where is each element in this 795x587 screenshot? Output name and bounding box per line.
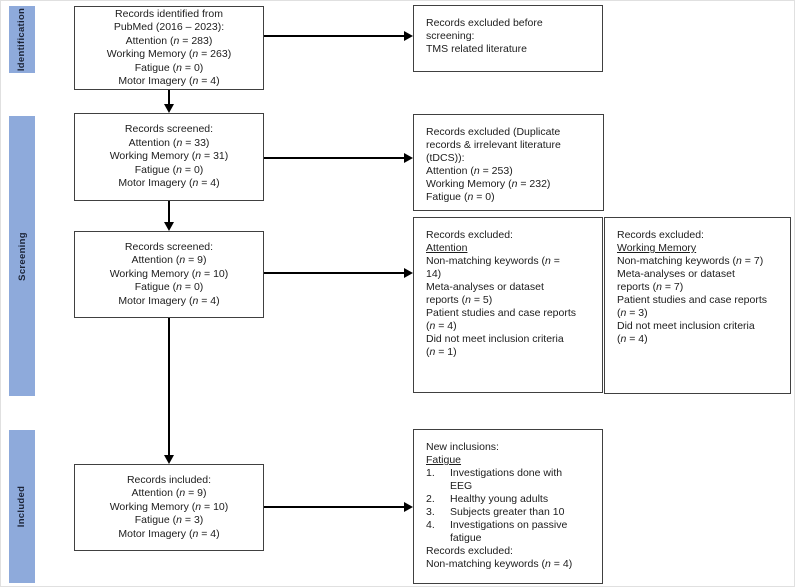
box-text-line: Patient studies and case reports: [617, 294, 768, 306]
arrowhead-right-icon: [404, 31, 413, 41]
box-text-line: Working Memory (n = 10): [109, 267, 229, 280]
box-text-line: Did not meet inclusion criteria: [617, 320, 755, 332]
box-text-line: Attention (n = 33): [128, 136, 210, 149]
sidebar-stage-included: Included: [9, 430, 35, 583]
arrowhead-down-icon: [164, 455, 174, 464]
box-text-line: Motor Imagery (n = 4): [118, 75, 220, 87]
box-text-line: Attention (n = 9): [131, 254, 207, 267]
arrowhead-down-icon: [164, 104, 174, 113]
box-text-line: Non-matching keywords (n =: [426, 255, 560, 267]
sidebar-stage-label-screening: Screening: [16, 231, 28, 281]
box-text-line: Records identified from: [115, 7, 223, 20]
arrow-identified-to-excluded-before: [264, 35, 404, 37]
box-text-line: screening:: [426, 30, 475, 42]
box-text-line: Motor Imagery (n = 4): [118, 294, 220, 307]
box-text-line: Records included:: [126, 473, 212, 486]
sidebar-stage-screening: Screening: [9, 116, 35, 396]
box-text-line: Records excluded before: [426, 17, 543, 29]
box-text-line: Fatigue (n = 0): [134, 281, 204, 294]
box-text-line: TMS related literature: [426, 43, 527, 55]
box-text-line: Records excluded:: [426, 545, 513, 557]
box-text-line: Fatigue (n = 0): [426, 191, 495, 203]
box-text-line: Attention (n = 283): [125, 34, 213, 47]
arrowhead-down-icon: [164, 222, 174, 231]
box-text-line: 3.Subjects greater than 10: [426, 506, 565, 518]
sidebar-stage-label-identification: Identification: [16, 7, 28, 72]
arrow-identified-to-screened1: [168, 90, 170, 104]
box-text-line: (n = 1): [426, 346, 457, 358]
box-text-line: (n = 3): [617, 307, 648, 319]
box-text-line: Attention: [426, 242, 468, 254]
box-text-line: (n = 4): [426, 320, 457, 332]
box-text-line: Non-matching keywords (n = 7): [617, 255, 764, 267]
box-text-line: Patient studies and case reports: [426, 307, 577, 319]
box-text-line: (tDCS)):: [426, 152, 465, 164]
box-text-line: reports (n = 7): [617, 281, 684, 293]
box-text-line: 4.Investigations on passive: [426, 519, 568, 531]
box-text-line: EEG: [450, 480, 473, 492]
sidebar-stage-label-included: Included: [16, 485, 28, 528]
box-text-line: Working Memory (n = 263): [106, 48, 232, 60]
sidebar-stage-identification: Identification: [9, 6, 35, 73]
box-text-line: Attention (n = 253): [426, 165, 513, 177]
box-text-line: Meta-analyses or dataset: [426, 281, 544, 293]
box-text-line: 2.Healthy young adults: [426, 493, 549, 505]
box-text-line: Meta-analyses or dataset: [617, 268, 735, 280]
box-text-line: Fatigue (n = 0): [134, 61, 204, 74]
arrow-screened2-to-excluded-attention: [264, 272, 404, 274]
box-text-line: records & irrelevant literature: [426, 139, 561, 151]
box-text-line: Records excluded:: [617, 229, 704, 241]
arrowhead-right-icon: [404, 502, 413, 512]
box-text-line: Working Memory (n = 31): [109, 150, 229, 163]
arrow-screened1-to-excluded-duplicates: [264, 157, 404, 159]
box-text-line: Fatigue (n = 3): [134, 514, 204, 527]
box-text-line: Motor Imagery (n = 4): [118, 527, 220, 540]
box-text-line: Records screened:: [124, 240, 214, 253]
box-text-line: New inclusions:: [426, 441, 499, 453]
box-text-line: fatigue: [450, 532, 482, 544]
box-text-line: 14): [426, 268, 442, 280]
box-text-line: Fatigue: [426, 454, 462, 466]
box-text-line: reports (n = 5): [426, 294, 493, 306]
box-text-line: PubMed (2016 – 2023):: [113, 21, 225, 33]
arrowhead-right-icon: [404, 153, 413, 163]
box-text-line: Non-matching keywords (n = 4): [426, 558, 573, 570]
arrow-included-to-new-inclusions: [264, 506, 404, 508]
arrow-screened2-to-included: [168, 318, 170, 455]
box-text-line: Working Memory (n = 10): [109, 500, 229, 513]
box-text-line: Did not meet inclusion criteria: [426, 333, 564, 345]
records-screened-stage1-box: Records screened:Attention (n = 33)Worki…: [74, 113, 264, 201]
box-text-line: Working Memory: [617, 242, 697, 254]
box-text-line: Attention (n = 9): [131, 487, 207, 500]
arrow-screened1-to-screened2: [168, 201, 170, 222]
records-included-box: Records included:Attention (n = 9)Workin…: [74, 464, 264, 551]
box-text-line: Motor Imagery (n = 4): [118, 177, 220, 190]
box-text-line: Records screened:: [124, 123, 214, 136]
box-text-line: 1.Investigations done with: [426, 467, 563, 479]
box-text-line: Working Memory (n = 232): [426, 178, 551, 190]
box-text-line: Records excluded (Duplicate: [426, 126, 561, 138]
box-text-line: (n = 4): [617, 333, 648, 345]
arrowhead-right-icon: [404, 268, 413, 278]
box-text-line: Records excluded:: [426, 229, 513, 241]
records-screened-stage2-box: Records screened:Attention (n = 9)Workin…: [74, 231, 264, 318]
box-text-line: Fatigue (n = 0): [134, 163, 204, 176]
